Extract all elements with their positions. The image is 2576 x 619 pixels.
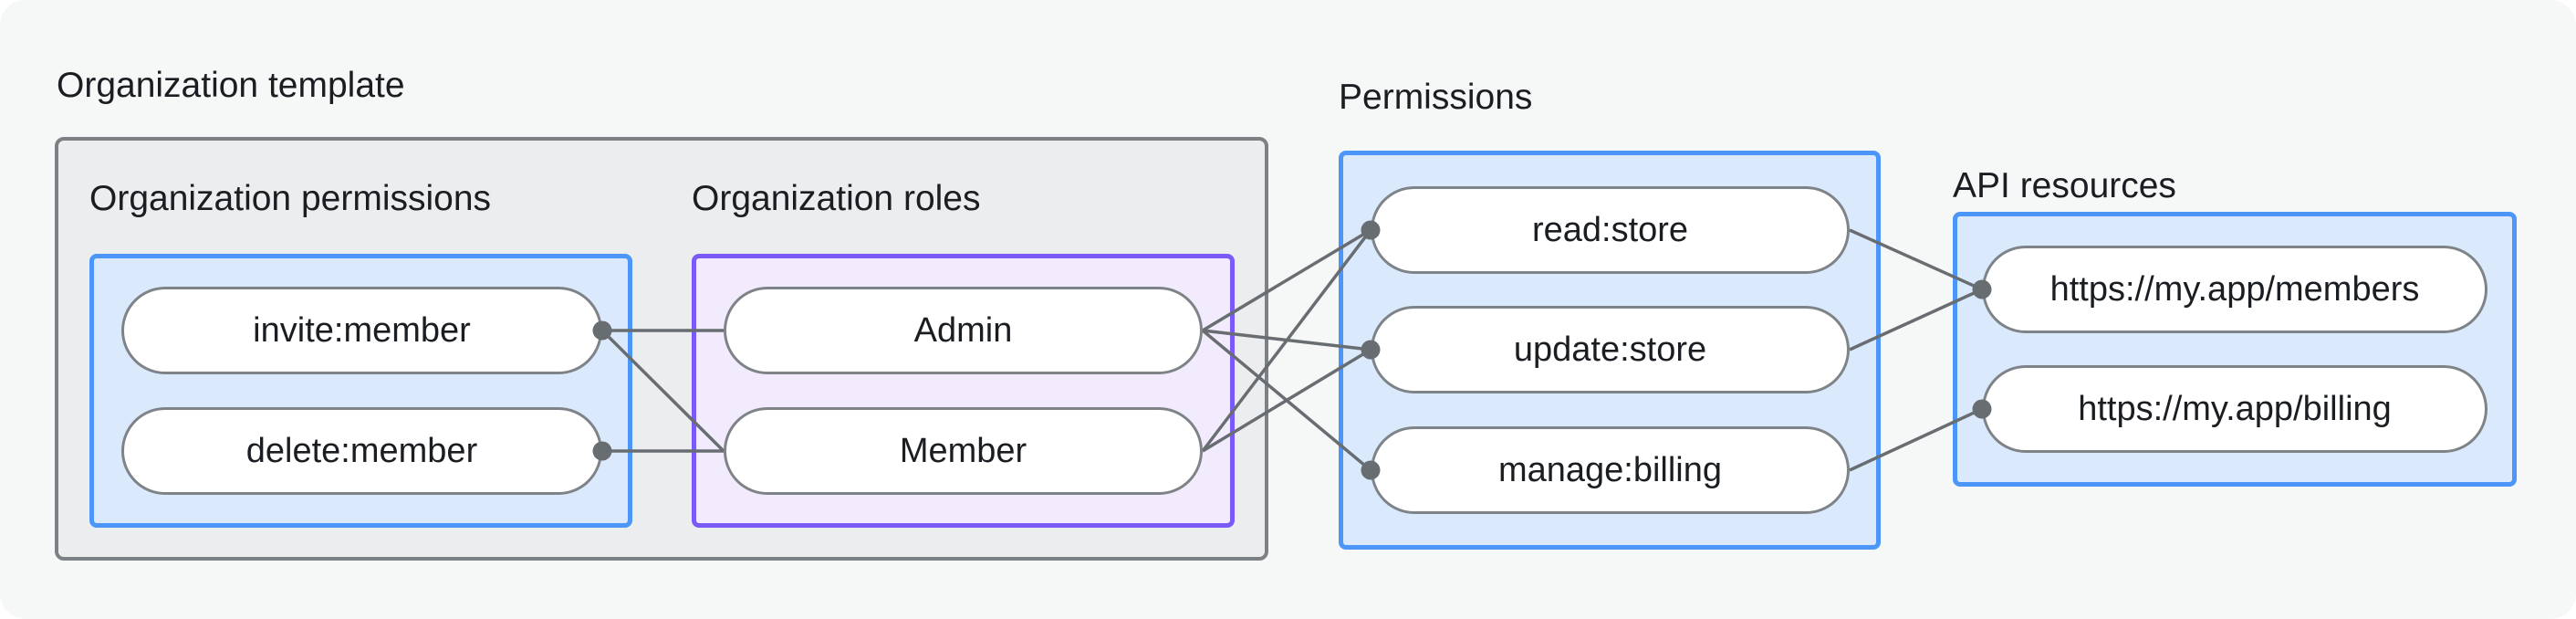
node-manage-billing: manage:billing [1371,426,1850,514]
edge-member-to-update-store [1202,348,1371,453]
node-member: Member [724,407,1203,495]
edge-manage-billing-to-api-billing [1849,407,1983,472]
node-api-members: https://my.app/members [1982,246,2487,333]
connector-dot-manage-billing [1361,460,1381,480]
edge-update-store-to-api-members [1849,288,1983,351]
connector-dot-invite-member [592,320,612,341]
group-label-organization-permissions: Organization permissions [89,179,492,218]
group-label-permissions: Permissions [1339,78,1533,117]
edge-admin-to-read-store [1202,228,1371,332]
node-admin: Admin [724,287,1203,374]
edge-read-store-to-api-members [1849,228,1983,291]
node-api-billing: https://my.app/billing [1982,365,2487,453]
connector-dot-update-store [1361,340,1381,360]
edge-member-to-read-store [1201,228,1372,453]
node-read-store: read:store [1371,186,1850,274]
connector-dot-delete-member [592,441,612,461]
connector-dot-api-billing [1972,399,1992,419]
connector-dot-api-members [1972,279,1992,299]
node-update-store: update:store [1371,306,1850,393]
connector-dot-read-store [1361,220,1381,240]
group-label-organization-roles: Organization roles [692,179,981,218]
group-label-api-resources: API resources [1953,166,2176,205]
edge-invite-member-to-member [600,329,725,453]
group-label-organization-template: Organization template [57,66,405,105]
node-delete-member: delete:member [121,407,602,495]
node-invite-member: invite:member [121,287,602,374]
